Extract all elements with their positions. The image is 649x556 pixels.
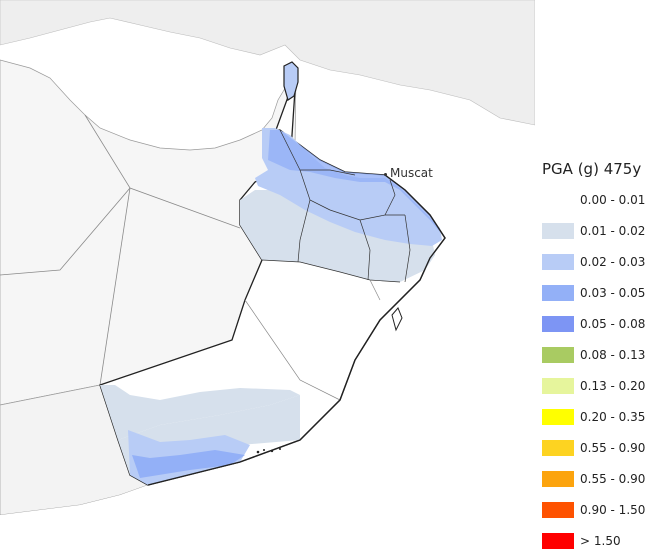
legend-item: 0.05 - 0.08 [540, 308, 649, 339]
legend-item: 0.08 - 0.13 [540, 339, 649, 370]
legend-item: 0.13 - 0.20 [540, 370, 649, 401]
legend-item: 0.00 - 0.01 [540, 184, 649, 215]
legend-item: 0.01 - 0.02 [540, 215, 649, 246]
legend-item: 0.20 - 0.35 [540, 401, 649, 432]
masirah-island [391, 307, 403, 332]
legend-item: 0.55 - 0.90 [540, 463, 649, 494]
hazard-map[interactable]: Muscat [0, 0, 535, 541]
legend-title: PGA (g) 475y [542, 160, 642, 178]
legend-label: 0.02 - 0.03 [580, 254, 646, 269]
legend-label: 0.08 - 0.13 [580, 347, 646, 362]
legend-label: 0.55 - 0.90 [580, 440, 646, 455]
legend-label: 0.90 - 1.50 [580, 502, 646, 517]
legend-item: 0.02 - 0.03 [540, 246, 649, 277]
legend-label: 0.00 - 0.01 [580, 192, 646, 207]
zone-003-005-north [268, 130, 440, 232]
legend-swatch [542, 377, 574, 394]
legend-swatch [542, 346, 574, 363]
legend-label: 0.03 - 0.05 [580, 285, 646, 300]
iran-landmass [0, 0, 535, 126]
legend-item: 0.90 - 1.50 [540, 494, 649, 525]
legend: PGA (g) 475y 0.00 - 0.01 0.01 - 0.02 0.02 … [540, 160, 649, 556]
legend-label: 0.55 - 0.90 [580, 471, 646, 486]
legend-label: 0.01 - 0.02 [580, 223, 646, 238]
legend-item: 0.03 - 0.05 [540, 277, 649, 308]
musandam-tip [283, 61, 299, 101]
legend-swatch [542, 408, 574, 425]
zone-001-002-south [100, 385, 300, 440]
arabian-sea [0, 238, 535, 541]
legend-swatch [542, 253, 574, 270]
kuria-muria-islands [256, 448, 281, 454]
legend-item: 0.55 - 0.90 [540, 432, 649, 463]
legend-swatch [542, 315, 574, 332]
muscat-marker [384, 173, 387, 176]
legend-swatch [542, 439, 574, 456]
legend-swatch [542, 222, 574, 239]
legend-swatch [542, 191, 574, 208]
muscat-label: Muscat [390, 166, 433, 180]
legend-label: 0.05 - 0.08 [580, 316, 646, 331]
legend-label: 0.20 - 0.35 [580, 409, 646, 424]
legend-swatch [542, 470, 574, 487]
zone-003-005-south [132, 450, 245, 478]
legend-label: 0.13 - 0.20 [580, 378, 646, 393]
legend-swatch [542, 284, 574, 301]
legend-swatch [542, 501, 574, 518]
